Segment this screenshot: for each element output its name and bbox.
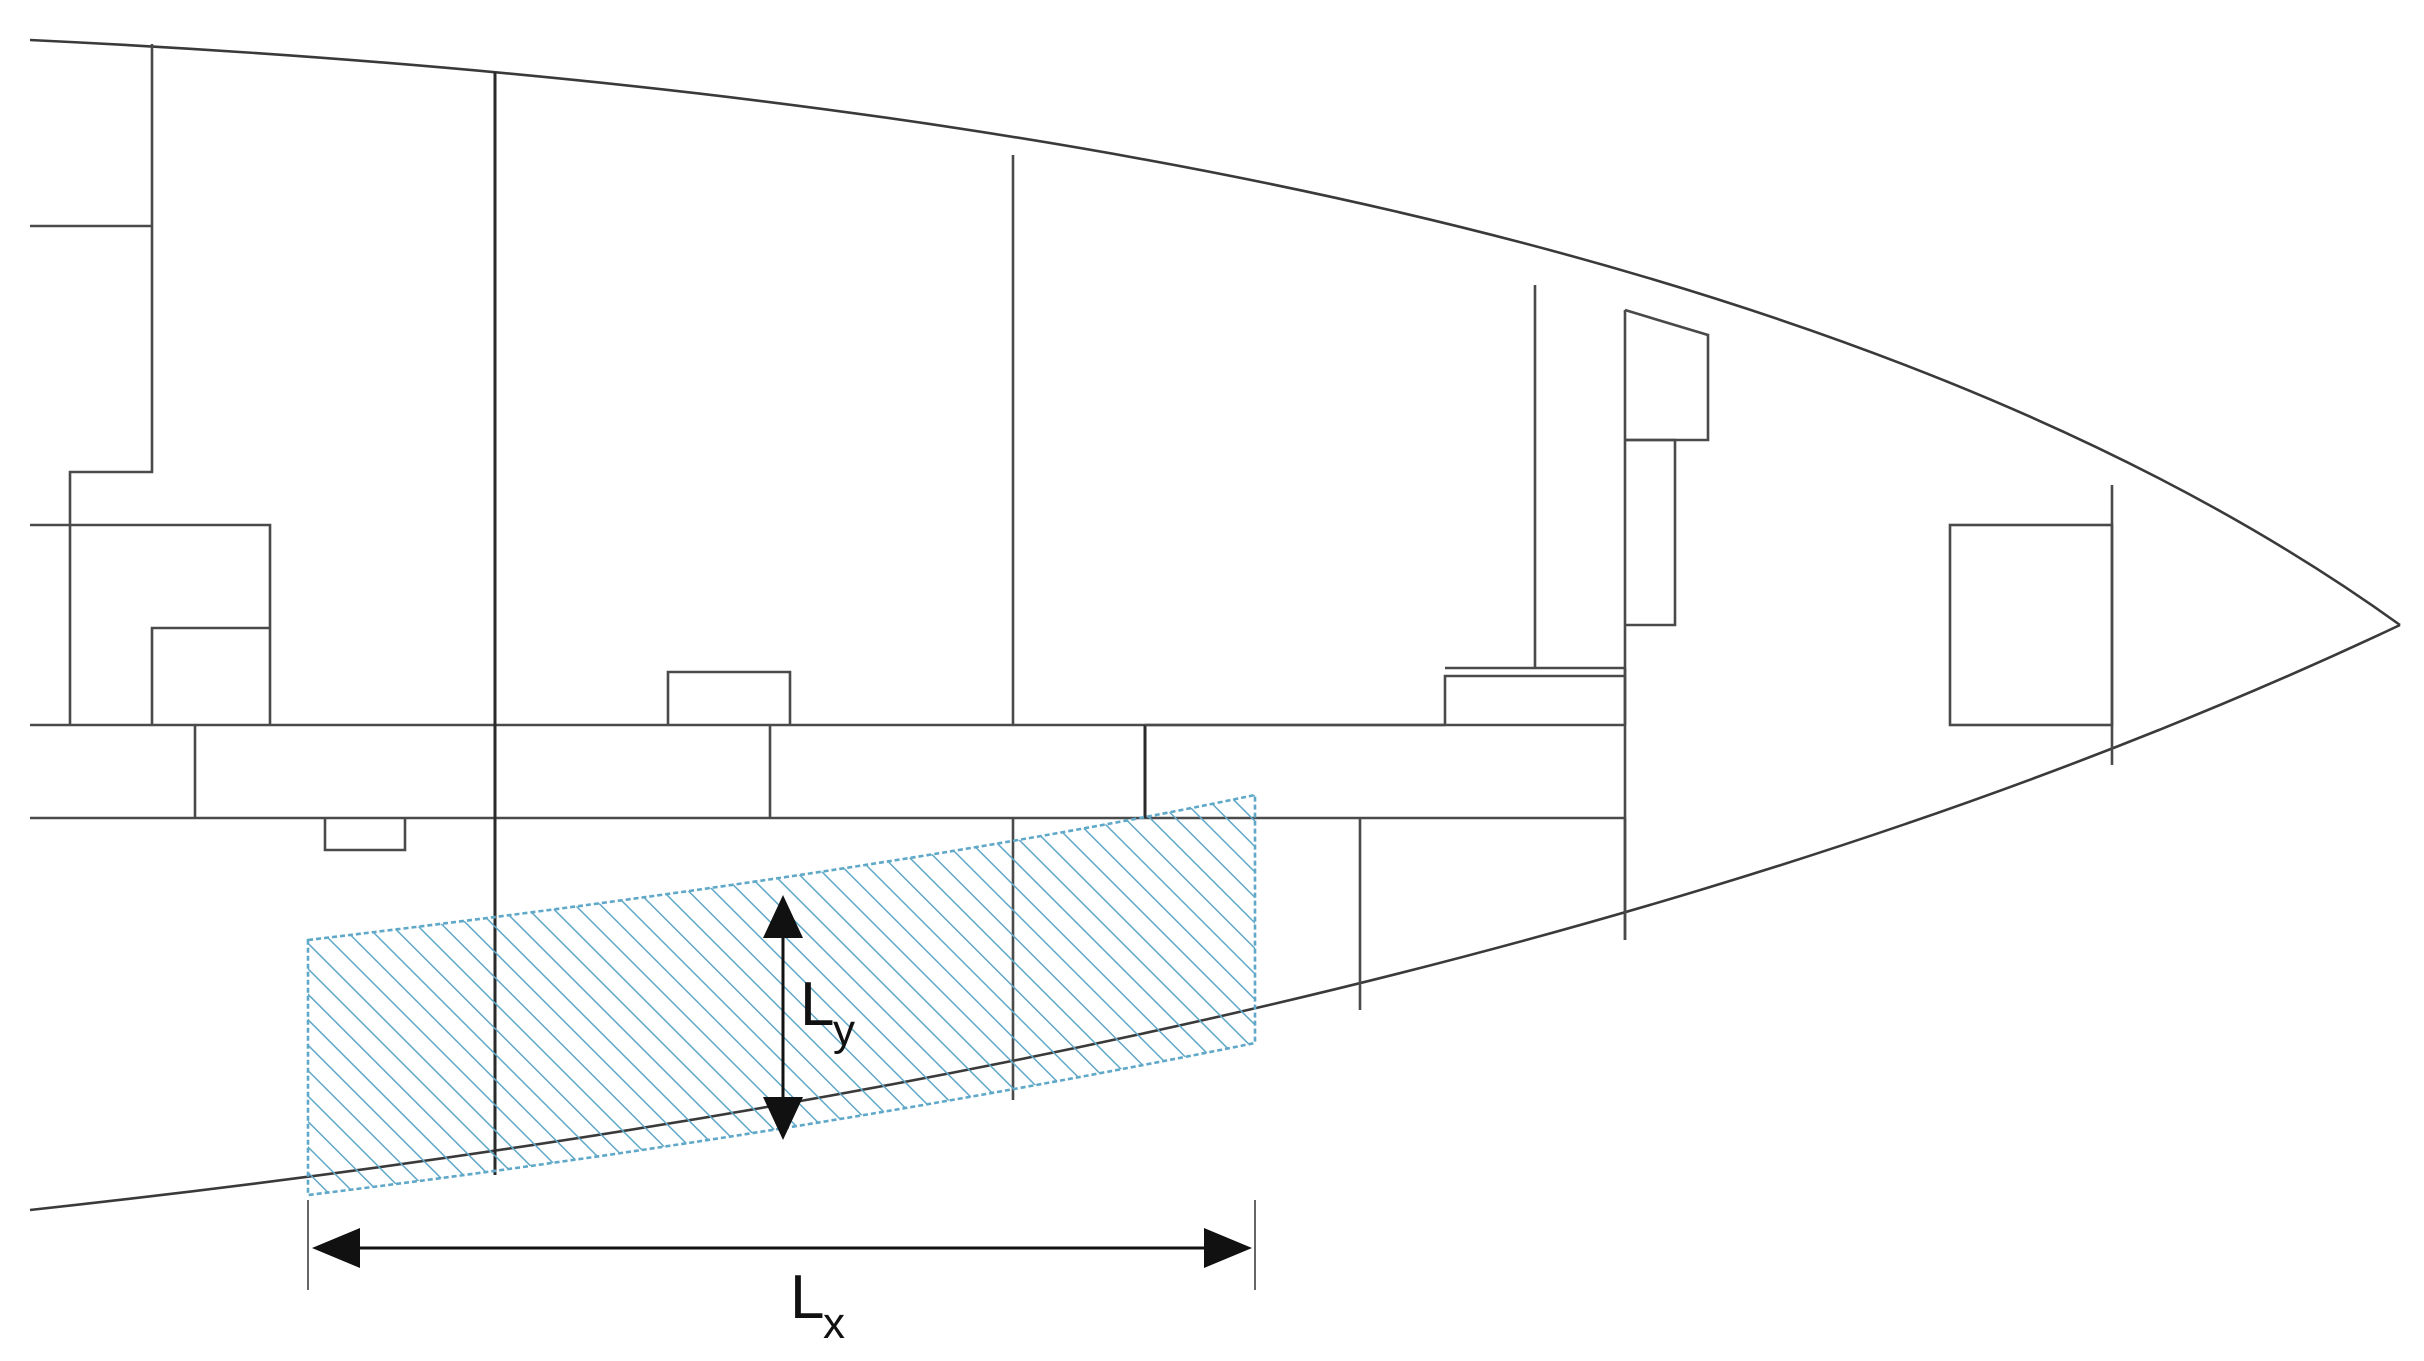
lx-label: L bbox=[790, 1263, 824, 1332]
lx-subscript: x bbox=[823, 1299, 845, 1348]
ly-label: L bbox=[800, 970, 834, 1039]
dimension-lx: L x bbox=[307, 1200, 1256, 1348]
dimension-ly: L y bbox=[763, 895, 855, 1140]
ly-subscript: y bbox=[833, 1006, 855, 1055]
hull-outline-top bbox=[29, 38, 2401, 627]
